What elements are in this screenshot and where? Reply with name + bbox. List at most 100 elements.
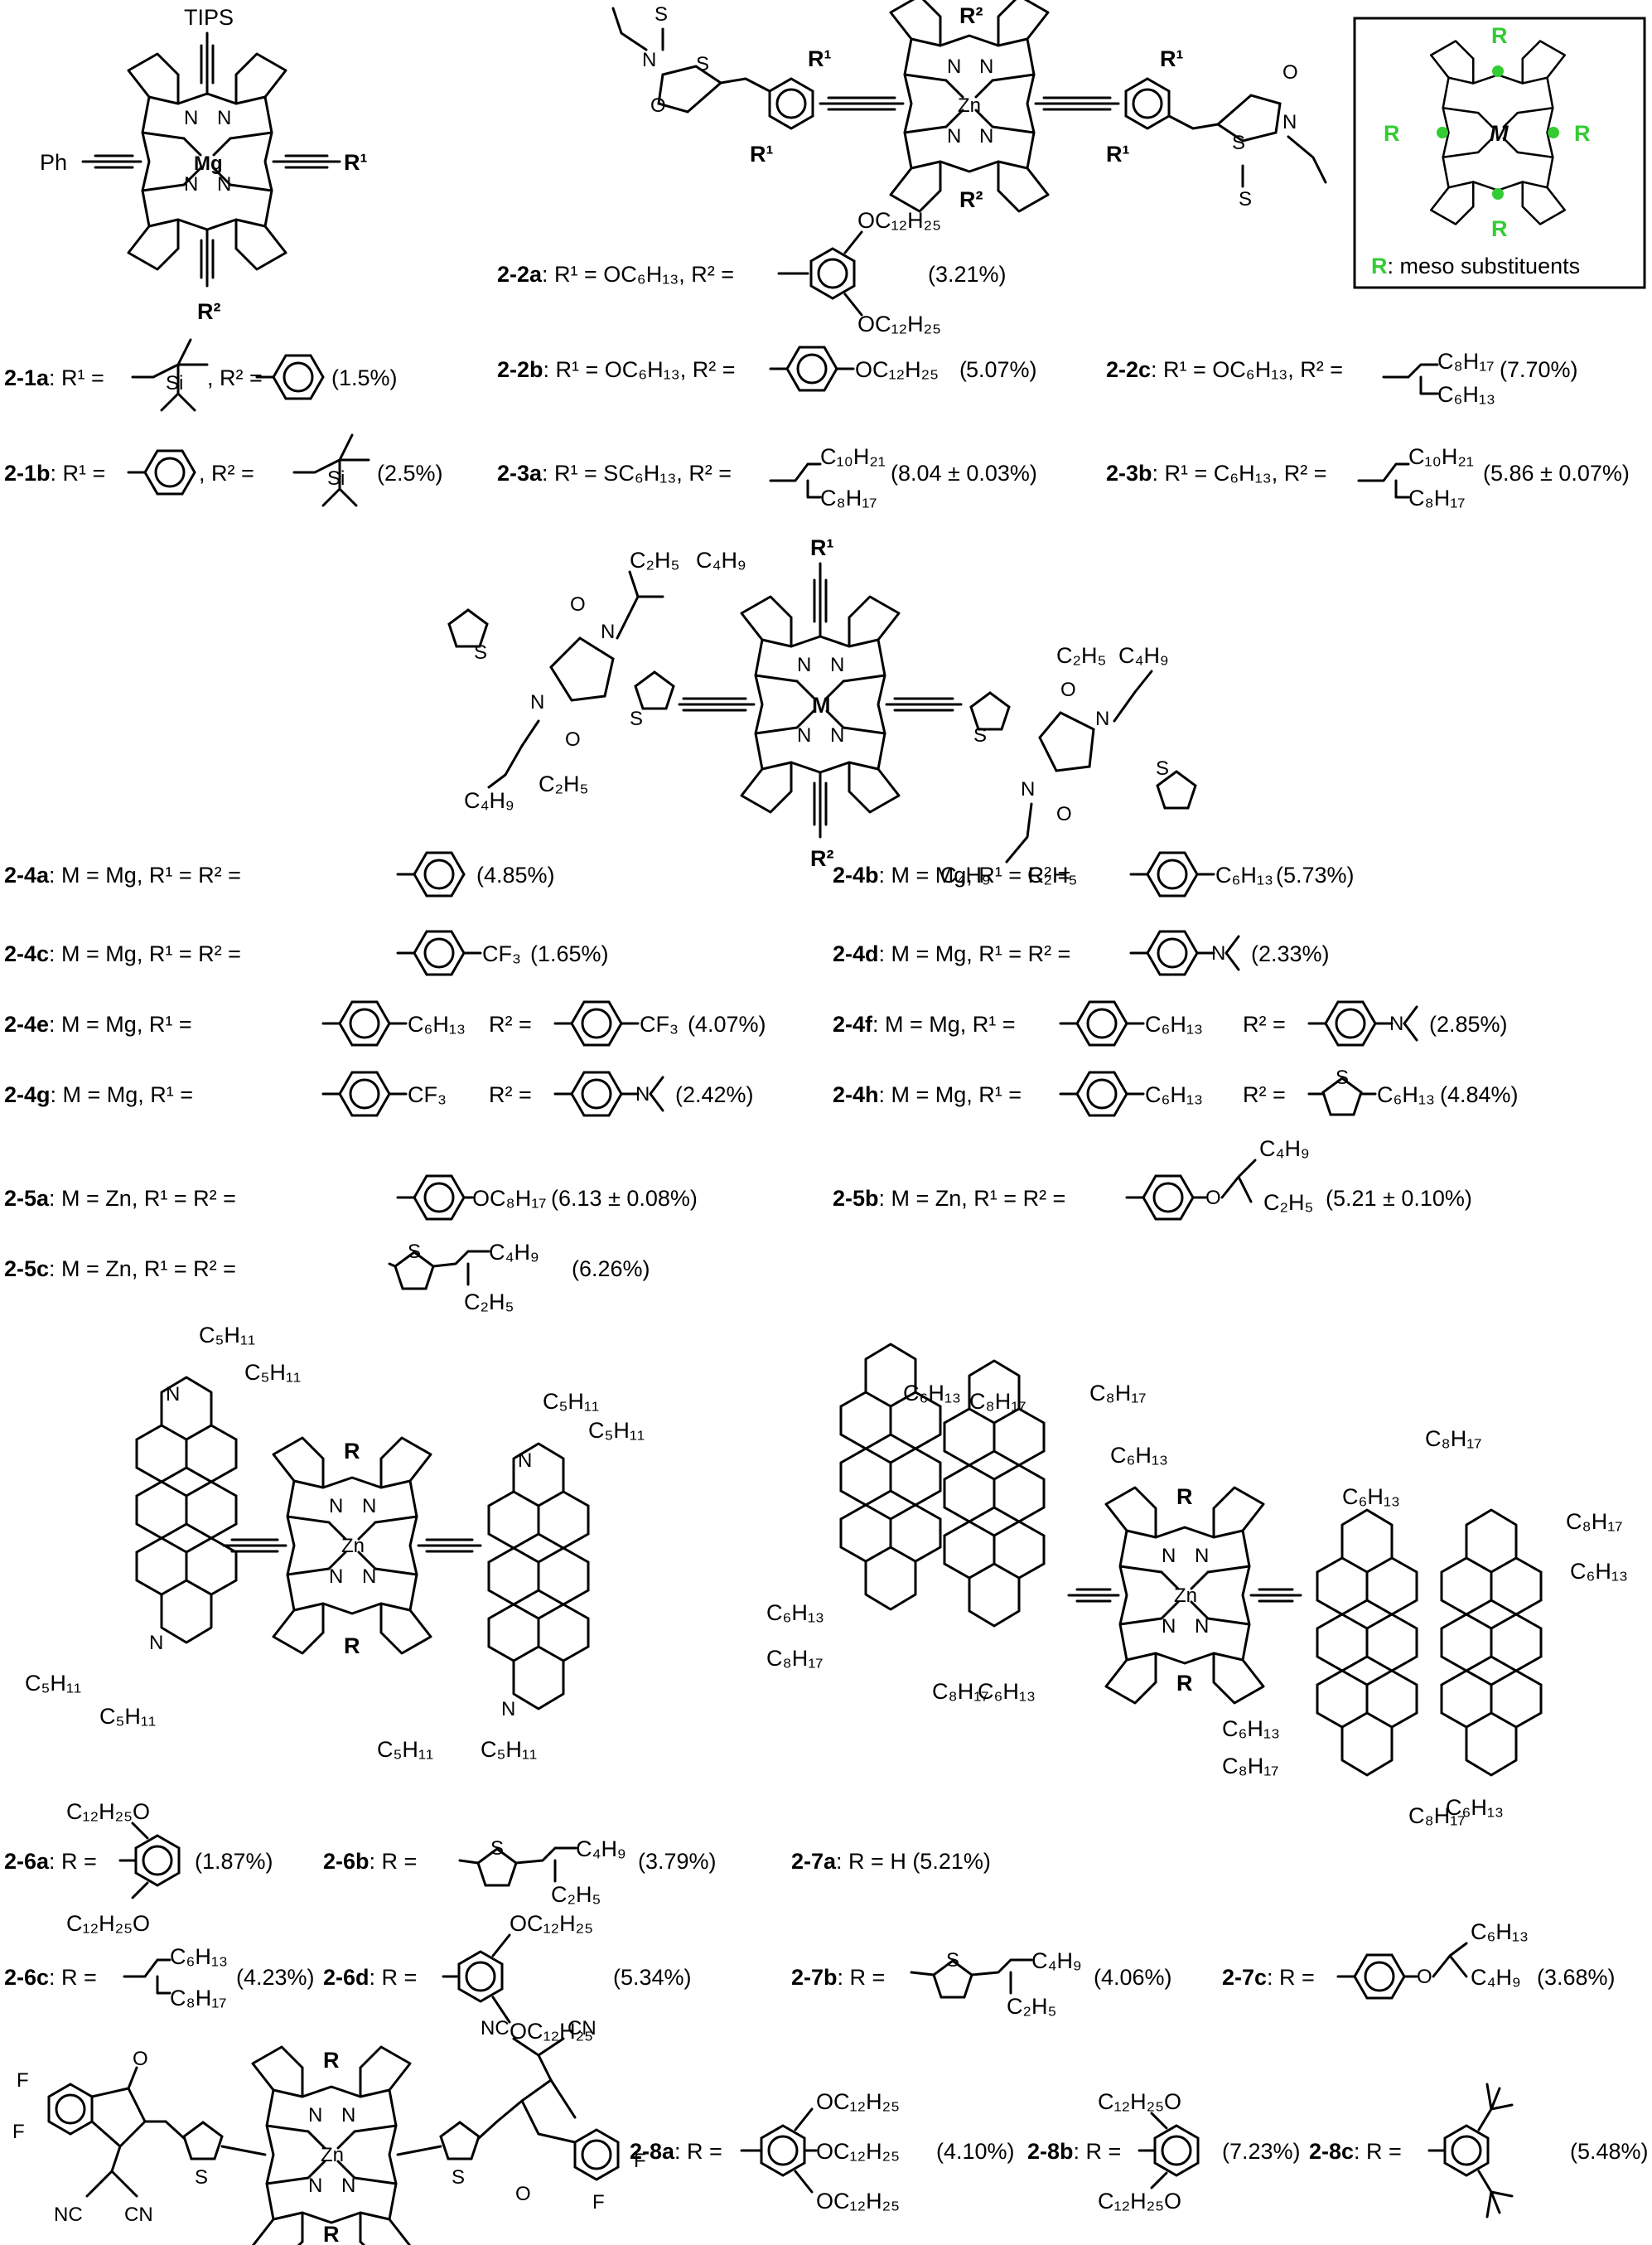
metal-m: M: [812, 693, 831, 718]
svg-text:2-5a: M = Zn, R¹ = R² =: 2-5a: M = Zn, R¹ = R² =: [4, 1186, 236, 1211]
atom-n: N: [1195, 1615, 1209, 1638]
atom-o: O: [1417, 1966, 1432, 1988]
pce-value: (5.48%): [1570, 2139, 1649, 2164]
fragment: C₅H₁₁: [543, 1389, 599, 1414]
svg-text:2-4f: M = Mg, R¹ =: 2-4f: M = Mg, R¹ =: [833, 1012, 1016, 1037]
fragment: C₁₂H₂₅O: [66, 1799, 150, 1824]
svg-text:2-2a: R¹ = OC₆H₁₃, R² =: 2-2a: R¹ = OC₆H₁₃, R² =: [497, 262, 734, 287]
atom-n: N: [329, 1565, 343, 1588]
compound-mid: , R² =: [199, 461, 254, 486]
compound-2-6a: 2-6a: R = C₁₂H₂₅O C₁₂H₂₅O (1.87%): [4, 1799, 273, 1936]
fragment: C₈H₁₇: [1089, 1381, 1147, 1406]
fragment: OC₁₂H₂₅: [510, 1911, 593, 1936]
fragment: C₂H₅: [551, 1882, 601, 1907]
legend-caption: : meso substituents: [1388, 254, 1581, 278]
legend-metal: M: [1490, 121, 1509, 146]
fragment: C₄H₉: [464, 788, 514, 813]
atom-s: S: [655, 3, 668, 26]
metal-zn: Zn: [1174, 1585, 1197, 1607]
pce-value: (5.86 ± 0.07%): [1483, 461, 1630, 486]
atom-s: S: [490, 1837, 504, 1860]
fragment: C₆H₁₃: [1377, 1082, 1435, 1107]
pce-value: (7.23%): [1222, 2139, 1301, 2164]
svg-text:2-8c: R =: 2-8c: R =: [1309, 2139, 1402, 2164]
metal-mg: Mg: [194, 152, 223, 175]
svg-text:2-6a: R =: 2-6a: R =: [4, 1849, 97, 1874]
atom-o: O: [650, 94, 666, 117]
compound-2-8c: 2-8c: R = (5.48%): [1309, 2083, 1649, 2218]
fragment: C₄H₉: [1118, 643, 1169, 668]
fragment: C₈H₁₇: [1408, 486, 1466, 510]
atom-n: N: [601, 621, 615, 643]
pce-value: 5.07%): [966, 357, 1037, 382]
fragment: OC₁₂H₂₅: [855, 357, 939, 382]
atom-n: N: [1282, 111, 1297, 133]
fragment: C₄H₉: [576, 1836, 626, 1861]
svg-text:2-3a: R¹ = SC₆H₁₃, R² =: 2-3a: R¹ = SC₆H₁₃, R² =: [497, 461, 732, 486]
legend-box: R R R R M R: meso substituents: [1353, 17, 1646, 289]
atom-o: O: [515, 2183, 531, 2205]
pce-value: (1.65%): [530, 941, 609, 966]
fragment: C₅H₁₁: [99, 1704, 156, 1729]
fragment: C₈H₁₇: [932, 1679, 989, 1704]
legend-r: R: [1384, 121, 1400, 146]
svg-text:2-4h: M = Mg, R¹ =: 2-4h: M = Mg, R¹ =: [833, 1082, 1022, 1107]
atom-cn: CN: [124, 2204, 153, 2226]
compound-id: 2-1a: [4, 365, 50, 390]
atom-n: N: [1389, 1013, 1403, 1035]
compound-2-5a: 2-5a: M = Zn, R¹ = R² = OC₈H₁₇ (6.13 ± 0…: [4, 1174, 698, 1221]
fragment: CF₃: [640, 1012, 679, 1037]
fragment: C₂H₅: [630, 548, 679, 573]
legend-r: R: [1491, 23, 1508, 48]
pce-value: (4.10%): [936, 2139, 1015, 2164]
fragment: C₆H₁₃: [170, 1944, 228, 1969]
pce-value: (4.85%): [476, 863, 555, 888]
atom-s: S: [1336, 1067, 1349, 1089]
structure-2-7: N N N N Zn R R C₆H₁₃ C₈H₁₇ C₈H₁₇ C₆H₁₃ C…: [766, 1343, 1628, 1828]
atom-n: N: [830, 724, 844, 747]
compound-2-2c: 2-2c: R¹ = OC₆H₁₃, R² = C₈H₁₇ C₆H₁₃ (7.7…: [1106, 349, 1578, 407]
compound-mid: R² =: [1243, 1082, 1286, 1107]
pce-value: (5.34%): [613, 1965, 692, 1990]
metal-zn: Zn: [958, 94, 981, 117]
r1-label: R¹: [1106, 142, 1130, 167]
svg-text:2-2b: R¹ = OC₆H₁₃, R² =: 2-2b: R¹ = OC₆H₁₃, R² =: [497, 357, 736, 382]
atom-s: S: [946, 1949, 959, 1972]
atom-o: O: [570, 593, 586, 616]
structure-2-1: N N N N Mg TIPS R² Ph R¹: [40, 5, 368, 324]
fragment: OC₁₂H₂₅: [816, 2089, 900, 2114]
fragment: C₁₀H₂₁: [1408, 444, 1474, 469]
atom-s: S: [1239, 188, 1252, 210]
fragment: C₆H₁₃: [766, 1600, 824, 1625]
compound-id: 2-1b: [4, 461, 51, 486]
atom-s: S: [474, 641, 487, 664]
atom-s: S: [973, 724, 987, 747]
atom-n: N: [362, 1565, 376, 1588]
compound-2-4e: 2-4e: M = Mg, R¹ = C₆H₁₃ R² = CF₃ (4.07%…: [4, 1000, 766, 1047]
r2-label: R²: [959, 3, 983, 28]
compound-2-5c: 2-5c: M = Zn, R¹ = R² = S C₄H₉ C₂H₅ (6.2…: [4, 1240, 650, 1314]
atom-n: N: [642, 49, 656, 71]
atom-f: F: [12, 2121, 25, 2143]
atom-n: N: [341, 2175, 355, 2197]
atom-cn: CN: [568, 2017, 597, 2039]
atom-s: S: [195, 2166, 208, 2189]
atom-n: N: [217, 107, 231, 129]
r1-label: R¹: [750, 142, 774, 167]
fragment: OC₈H₁₇: [472, 1186, 547, 1211]
atom-n: N: [184, 173, 198, 196]
svg-text:R: meso substituents: R: meso substituents: [1371, 254, 1580, 278]
svg-text:2-7c: R =: 2-7c: R =: [1222, 1965, 1315, 1990]
r1-label: R¹: [344, 150, 368, 175]
fragment: C₈H₁₇: [170, 1986, 227, 2010]
pce-value: (2.85%): [1429, 1012, 1508, 1037]
atom-n: N: [341, 2104, 355, 2126]
compound-mid: R² =: [489, 1012, 532, 1037]
pce-value: (4.06%): [1094, 1965, 1172, 1990]
fragment: C₂H₅: [1007, 1994, 1056, 2019]
fragment: OC₁₂H₂₅: [857, 312, 941, 336]
compound-mid: R² =: [1243, 1012, 1286, 1037]
fragment: C₅H₁₁: [25, 1671, 81, 1696]
fragment: C₈H₁₇: [1408, 1803, 1466, 1828]
r1-label: R¹: [810, 535, 834, 560]
